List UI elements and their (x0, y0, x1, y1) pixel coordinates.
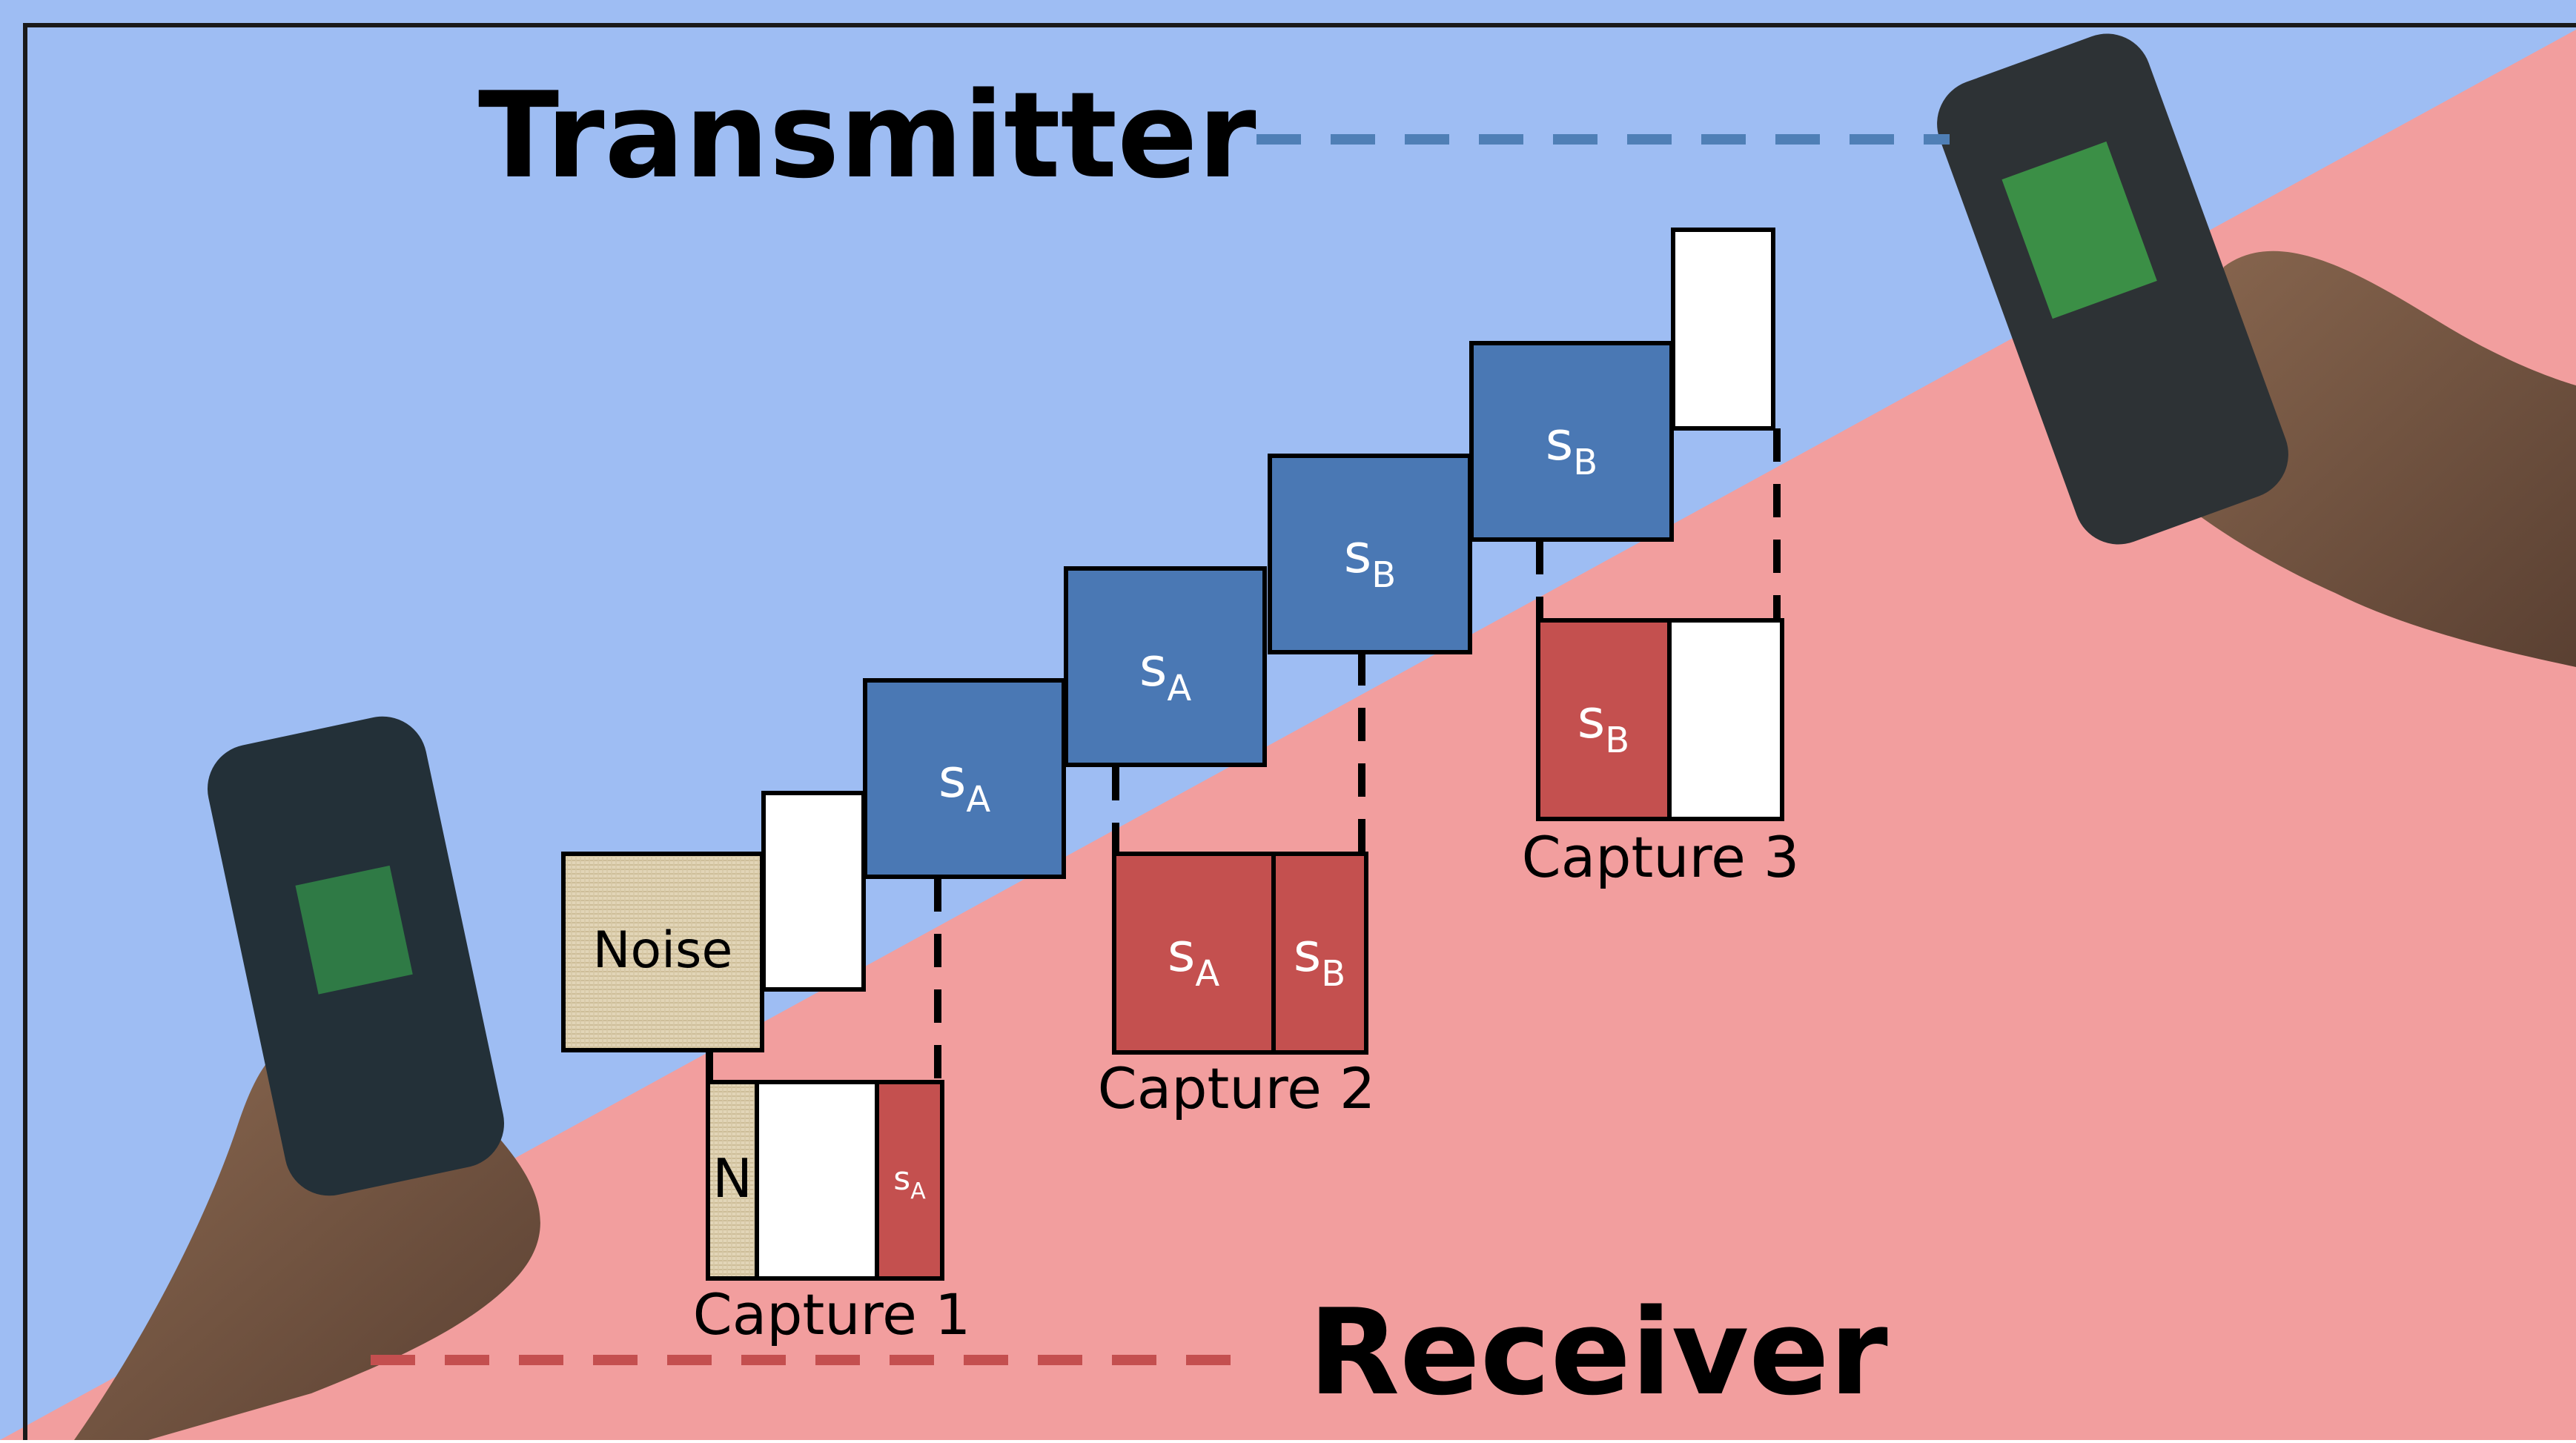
svg-text:sB: sB (1546, 410, 1597, 483)
transmitter-label: Transmitter (478, 66, 1256, 205)
capture3-sB-cell (1536, 618, 1672, 821)
subscript-A: A (1167, 668, 1191, 709)
receiver-phone-photo (74, 716, 540, 1440)
noise-block (561, 852, 764, 1052)
symbol-s: s (1546, 410, 1574, 472)
subscript-B: B (1573, 442, 1597, 483)
receiver-label: Receiver (1308, 1283, 1888, 1422)
capture1-label: Capture 1 (693, 1281, 971, 1347)
subscript-B: B (1605, 720, 1629, 761)
capture3-label: Capture 3 (1522, 824, 1800, 890)
block-sA-1: sA (863, 678, 1066, 879)
symbol-s: s (1139, 636, 1168, 698)
capture1-white-cell (755, 1080, 879, 1281)
symbol-s: s (1344, 523, 1372, 585)
capture2-sA-cell (1112, 852, 1276, 1055)
receiver-region (0, 30, 2576, 1440)
capture2-sB-cell (1271, 852, 1368, 1055)
subscript-A: A (1195, 953, 1219, 995)
svg-text:sA: sA (893, 1160, 926, 1204)
subscript-B: B (1371, 554, 1396, 596)
capture1-sA-cell (875, 1080, 944, 1281)
block-sB-2: sB (1469, 341, 1674, 542)
subscript-A: A (910, 1178, 926, 1204)
frame-border (23, 23, 2576, 1443)
capture-2: sA sB Capture 2 (1098, 852, 1376, 1121)
receiver-phone-screen (295, 865, 413, 995)
capture1-noise-cell (706, 1080, 759, 1281)
white-block-top (1671, 228, 1775, 431)
capture1-noise-label: N (712, 1147, 752, 1210)
white-block-1 (761, 791, 866, 992)
symbol-s: s (1168, 921, 1196, 983)
subscript-B: B (1321, 953, 1345, 995)
transmitter-phone-screen (2001, 141, 2157, 319)
svg-text:sB: sB (1577, 688, 1629, 761)
capture-1: N sA Capture 1 (693, 1080, 971, 1347)
symbol-s: s (1577, 688, 1606, 750)
svg-text:sA: sA (1139, 636, 1192, 709)
svg-text:sB: sB (1294, 921, 1345, 995)
capture-3: sB Capture 3 (1522, 618, 1800, 890)
symbol-s: s (893, 1160, 910, 1198)
svg-text:sA: sA (938, 747, 991, 820)
symbol-s: s (1294, 921, 1322, 983)
subscript-A: A (966, 779, 990, 820)
capture3-white-cell (1667, 618, 1784, 821)
capture2-label: Capture 2 (1098, 1055, 1376, 1121)
transmitter-phone-photo (1937, 33, 2576, 667)
block-sB-1: sB (1268, 454, 1472, 654)
symbol-s: s (938, 747, 967, 809)
block-sA-2: sA (1064, 566, 1267, 767)
noise-block-label: Noise (593, 921, 733, 980)
svg-text:sB: sB (1344, 523, 1396, 596)
svg-text:sA: sA (1168, 921, 1220, 995)
